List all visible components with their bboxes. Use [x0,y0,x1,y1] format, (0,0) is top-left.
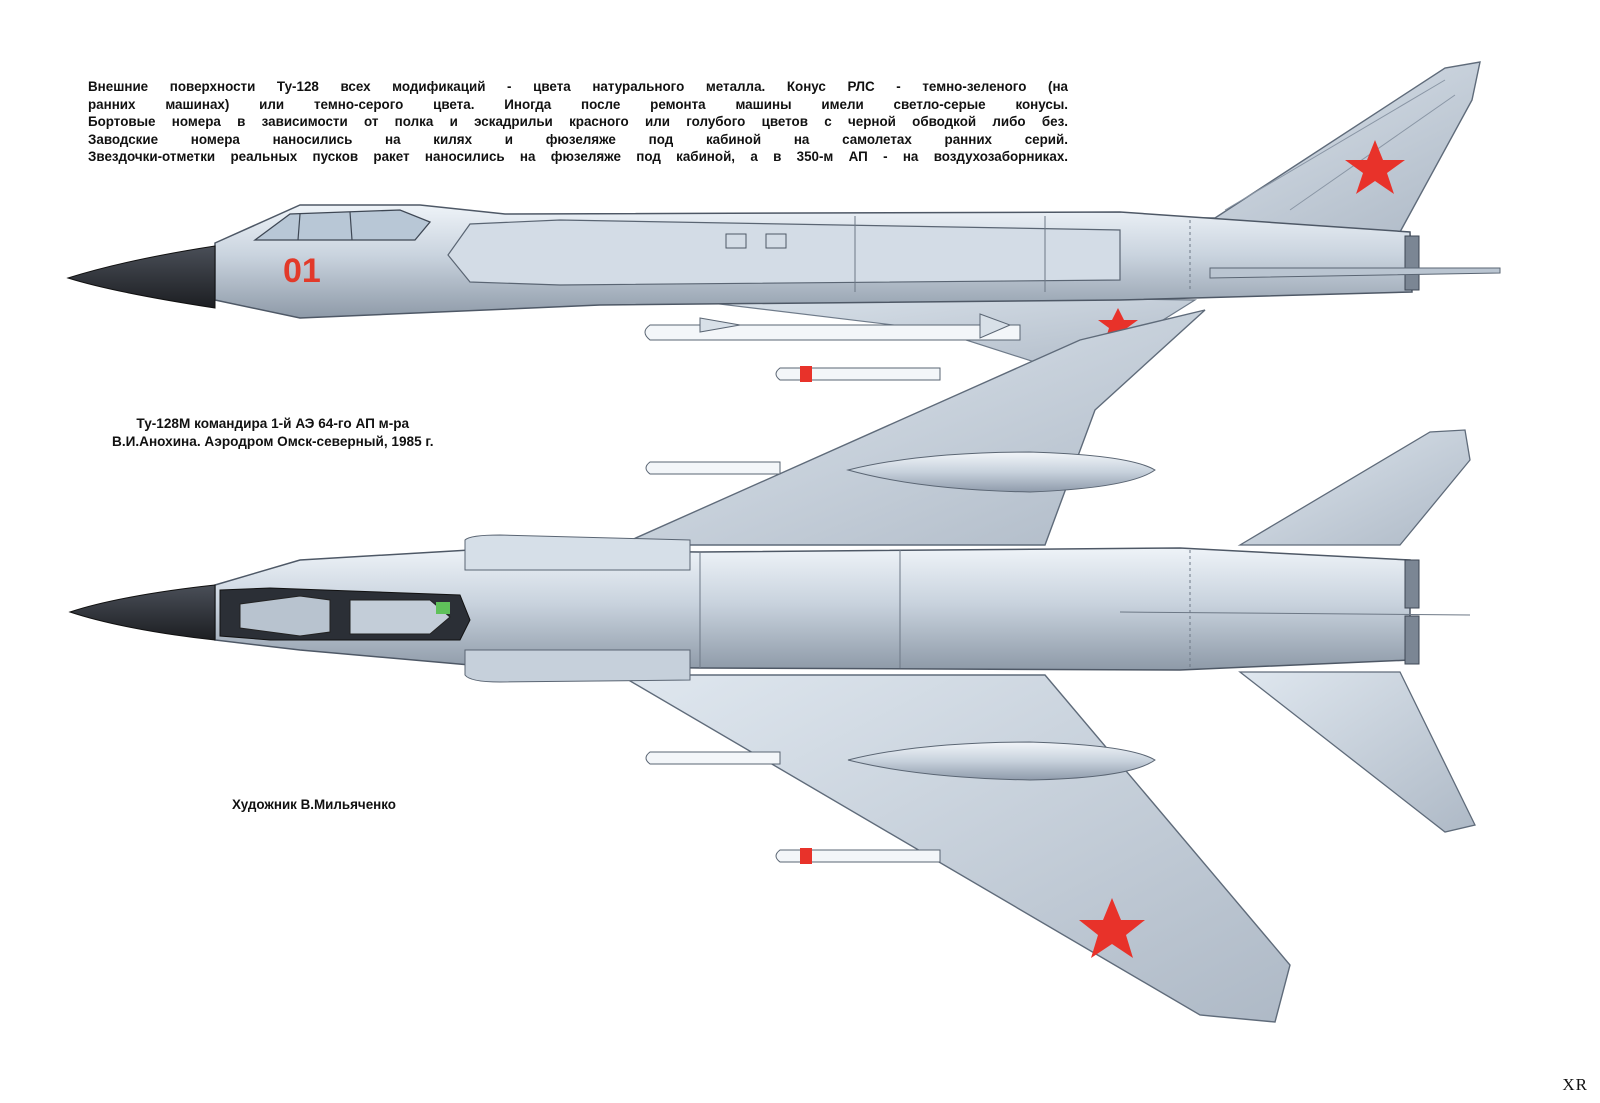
caption-line: Ту-128М командира 1-й АЭ 64-го АП м-ра [136,416,410,431]
side-exhaust [1404,235,1420,291]
side-number: 01 [283,252,321,290]
watermark: XR [1562,1075,1588,1094]
top-wing-upper [619,309,1206,546]
intro-text: Внешние поверхности Ту-128 всех модифика… [88,78,1068,166]
top-missiles [645,461,941,864]
fuel-tank [847,741,1156,781]
aircraft-caption: Ту-128М командира 1-й АЭ 64-го АП м-ра В… [112,415,434,451]
top-wing-lower [617,674,1291,1023]
intro-line: Внешние поверхности Ту-128 всех модифика… [88,79,1068,94]
intro-line: Заводские номера наносились на килях и ф… [88,131,1068,147]
red-star-icon [1345,140,1405,194]
side-missiles [644,313,1021,382]
top-stabilizer-lower [1238,671,1476,833]
artist-credit: Художник В.Мильяченко [232,797,396,812]
top-stabilizer-upper [1237,429,1471,546]
top-radome [68,584,216,641]
intro-line: ранних машинах) или темно-серого цвета. … [88,96,1068,112]
side-fin [1134,61,1481,233]
side-radome [66,245,216,309]
top-view [68,309,1476,1023]
fuel-tank [846,451,1156,493]
side-view: 01 [66,61,1501,382]
red-star-icon [1079,898,1145,958]
intro-line: Звездочки-отметки реальных пусков ракет … [88,149,1068,165]
side-intake [447,219,1121,286]
intro-line: Бортовые номера в зависимости от полка и… [88,114,1068,130]
caption-line: В.И.Анохина. Аэродром Омск-северный, 198… [112,434,434,449]
